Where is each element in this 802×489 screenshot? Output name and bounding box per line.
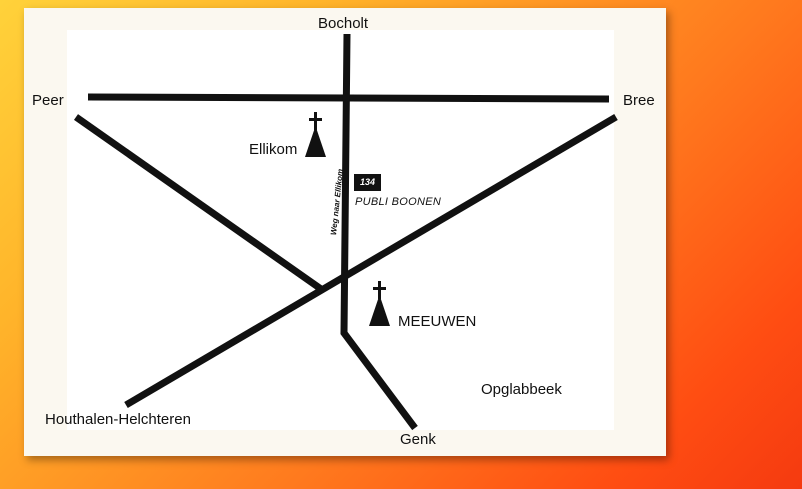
church-icon-ellikom: [305, 112, 326, 157]
place-label-genk: Genk: [400, 431, 436, 448]
place-label-peer: Peer: [32, 92, 64, 109]
place-label-bree: Bree: [623, 92, 655, 109]
church-icon-meeuwen: [369, 281, 390, 326]
house-number-badge: 134: [354, 174, 381, 191]
place-label-bocholt: Bocholt: [318, 15, 369, 32]
road-bree-houthalen: [124, 113, 618, 409]
place-label-houthalen: Houthalen-Helchteren: [45, 411, 191, 428]
place-label-opglabbeek: Opglabbeek: [481, 381, 562, 398]
place-label-ellikom: Ellikom: [249, 141, 298, 158]
road-bocholt-genk: [340, 33, 418, 431]
business-name-label: PUBLI BOONEN: [355, 196, 442, 208]
road-peer-junction: [73, 114, 324, 292]
place-label-meeuwen: MEEUWEN: [398, 313, 477, 330]
